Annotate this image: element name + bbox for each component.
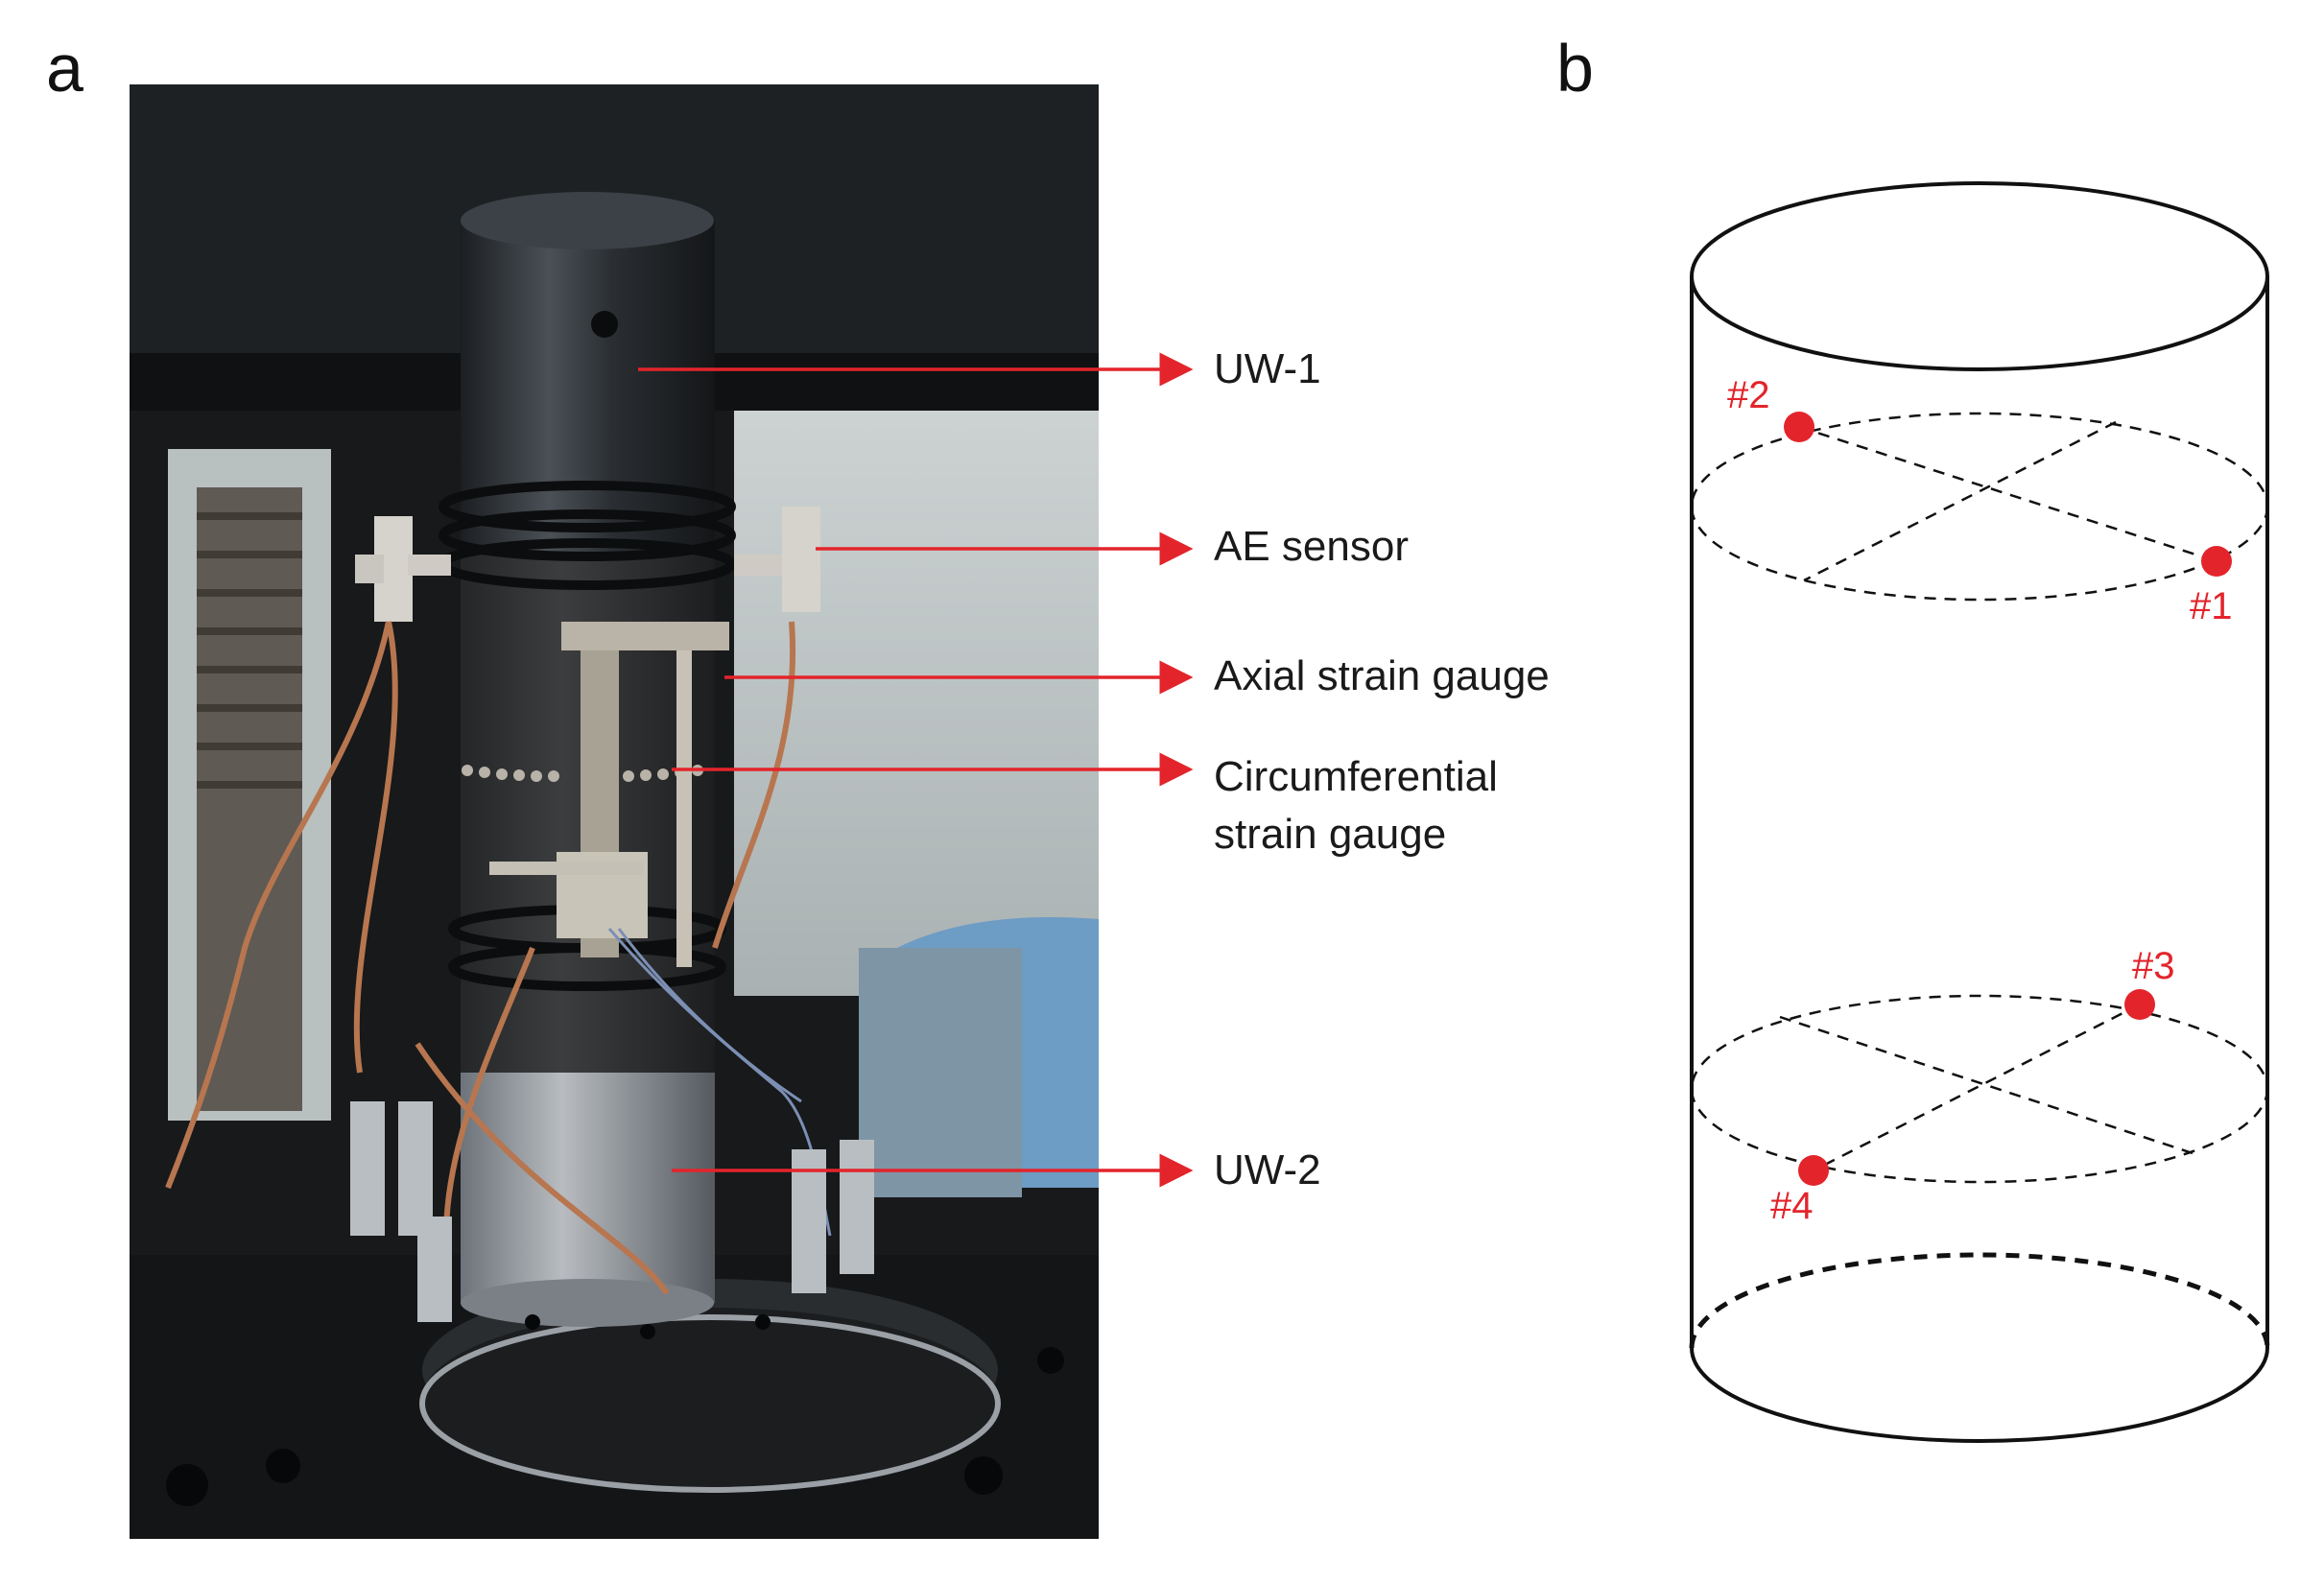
cylinder-bottom-front [1690, 1347, 2269, 1443]
sensor-3-label: #3 [2132, 945, 2175, 987]
sensor-3-marker [2124, 989, 2155, 1020]
panel-label-b: b [1556, 31, 1594, 106]
sensor-1-label: #1 [2190, 585, 2233, 627]
sensor-2-marker [1784, 412, 1814, 442]
label-axial-strain-gauge: Axial strain gauge [1214, 652, 1550, 699]
upper-ray-path-b [1803, 420, 2117, 582]
specimen-photo [130, 84, 1099, 1539]
lower-ray-path-b [1813, 1003, 2141, 1172]
upper-sensor-ring [1690, 412, 2269, 602]
sensor-4-label: #4 [1770, 1185, 1814, 1227]
label-circumferential-line2: strain gauge [1214, 811, 1447, 858]
sensor-2-label: #2 [1727, 374, 1770, 416]
cylinder-bottom-back [1689, 1252, 2270, 1349]
panel-label-a: a [46, 31, 83, 106]
lower-sensor-ring [1690, 994, 2269, 1184]
sensor-4-marker [1798, 1155, 1829, 1186]
label-ae-sensor: AE sensor [1214, 523, 1409, 570]
lower-ray-path-a [1779, 1015, 2194, 1155]
label-uw1: UW-1 [1214, 345, 1321, 392]
label-circumferential-line1: Circumferential [1214, 753, 1498, 800]
label-uw2: UW-2 [1214, 1146, 1321, 1193]
cylinder-top [1690, 181, 2269, 371]
cylinder-diagram [1689, 181, 2270, 1443]
upper-ray-path-a [1798, 425, 2217, 563]
sensor-1-marker [2201, 546, 2232, 577]
